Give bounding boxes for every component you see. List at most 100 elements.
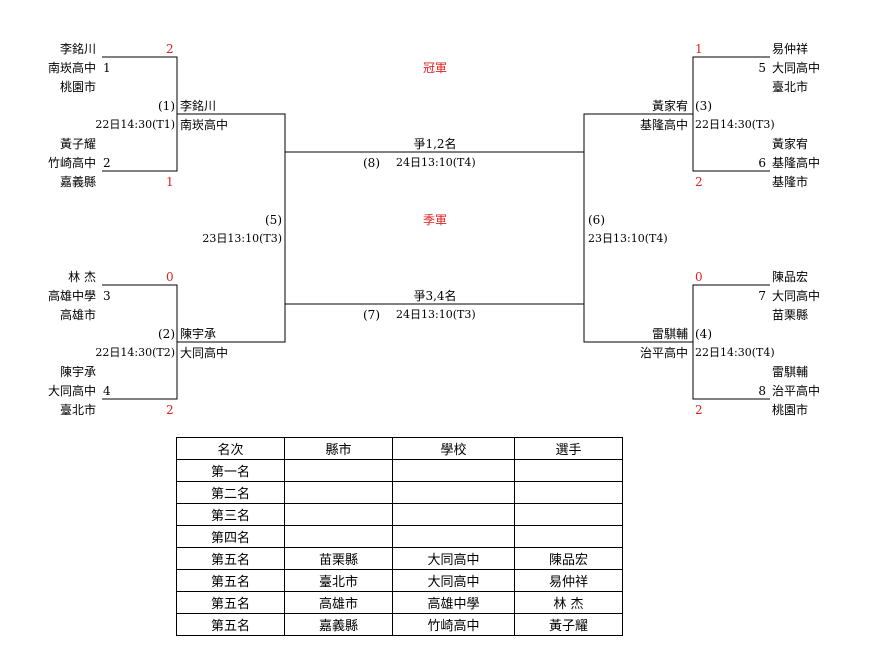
slot-4-score: 2 bbox=[166, 403, 174, 417]
line-slot-6 bbox=[692, 114, 770, 172]
slot-3-name: 林 杰 bbox=[68, 270, 96, 284]
slot-6-name: 黃家宥 bbox=[772, 137, 809, 151]
cell-player: 林 杰 bbox=[514, 591, 623, 614]
match-8-number: (8) bbox=[363, 156, 380, 170]
match-8-time: 24日13:10(T4) bbox=[396, 156, 476, 169]
slot-2-name: 黃子耀 bbox=[59, 137, 96, 151]
match-2-time: 22日14:30(T2) bbox=[95, 346, 175, 359]
cell-player: 陳品宏 bbox=[514, 547, 623, 570]
slot-4-school: 大同高中 bbox=[47, 384, 96, 398]
match-5-time: 23日13:10(T3) bbox=[202, 232, 282, 245]
third-place-label: 季軍 bbox=[422, 213, 447, 227]
cell-player: 易仲祥 bbox=[514, 569, 623, 592]
slot-2-school: 竹崎高中 bbox=[47, 156, 96, 170]
slot-6-school: 基隆高中 bbox=[772, 156, 821, 170]
table-row: 第二名 bbox=[176, 481, 623, 504]
match-4-winner-school: 治平高中 bbox=[639, 346, 688, 360]
match-3-winner-school: 基隆高中 bbox=[639, 118, 688, 132]
results-table: 名次 縣市 學校 選手 第一名第二名第三名第四名第五名苗栗縣大同高中陳品宏第五名… bbox=[176, 437, 623, 636]
header-rank: 名次 bbox=[176, 437, 285, 460]
match-1-time: 22日14:30(T1) bbox=[95, 118, 175, 131]
table-row: 第一名 bbox=[176, 459, 623, 482]
table-row: 第五名嘉義縣竹崎高中黃子耀 bbox=[176, 613, 623, 636]
slot-2-seed: 2 bbox=[103, 156, 111, 170]
cell-player bbox=[514, 525, 623, 548]
slot-3-city: 高雄市 bbox=[59, 308, 96, 322]
line-slot-2 bbox=[102, 114, 178, 172]
slot-1-seed: 1 bbox=[103, 61, 111, 75]
cell-city bbox=[284, 503, 393, 526]
slot-4-seed: 4 bbox=[103, 384, 111, 398]
cell-city bbox=[284, 459, 393, 482]
match-1-number: (1) bbox=[158, 99, 175, 113]
table-row: 第五名高雄市高雄中學林 杰 bbox=[176, 591, 623, 614]
match-2-number: (2) bbox=[158, 327, 175, 341]
third-match-label: 爭3,4名 bbox=[413, 289, 457, 303]
match-2-winner-name: 陳宇承 bbox=[180, 327, 217, 341]
slot-7-score: 0 bbox=[695, 270, 703, 284]
line-slot-5 bbox=[692, 56, 770, 114]
slot-5-school: 大同高中 bbox=[772, 61, 821, 75]
header-school: 學校 bbox=[392, 437, 515, 460]
match-4-time: 22日14:30(T4) bbox=[695, 346, 775, 359]
line-slot-4 bbox=[102, 342, 178, 400]
line-match-4 bbox=[583, 304, 693, 343]
slot-5-name: 易仲祥 bbox=[772, 42, 809, 56]
table-row: 第三名 bbox=[176, 503, 623, 526]
match-6-time: 23日13:10(T4) bbox=[588, 232, 668, 245]
cell-school: 竹崎高中 bbox=[392, 613, 515, 636]
results-header-row: 名次 縣市 學校 選手 bbox=[176, 437, 623, 460]
match-3-time: 22日14:30(T3) bbox=[695, 118, 775, 131]
cell-rank: 第五名 bbox=[176, 591, 285, 614]
slot-8-name: 雷騏輔 bbox=[772, 365, 809, 379]
cell-player bbox=[514, 481, 623, 504]
cell-school bbox=[392, 525, 515, 548]
cell-city bbox=[284, 481, 393, 504]
cell-rank: 第五名 bbox=[176, 569, 285, 592]
cell-school bbox=[392, 503, 515, 526]
slot-2-score: 1 bbox=[166, 175, 174, 189]
slot-8-seed: 8 bbox=[758, 384, 766, 398]
line-match-1 bbox=[177, 113, 286, 152]
match-1-winner-school: 南崁高中 bbox=[180, 118, 229, 132]
cell-rank: 第一名 bbox=[176, 459, 285, 482]
cell-city: 臺北市 bbox=[284, 569, 393, 592]
slot-6-city: 基隆市 bbox=[772, 175, 809, 189]
slot-4-city: 臺北市 bbox=[59, 403, 96, 417]
match-4-winner-name: 雷騏輔 bbox=[651, 327, 688, 341]
slot-7-seed: 7 bbox=[758, 289, 766, 303]
slot-3-seed: 3 bbox=[103, 289, 111, 303]
slot-4-name: 陳宇承 bbox=[59, 365, 96, 379]
cell-school: 大同高中 bbox=[392, 547, 515, 570]
match-3-number: (3) bbox=[695, 99, 712, 113]
slot-6-seed: 6 bbox=[758, 156, 766, 170]
table-row: 第五名臺北市大同高中易仲祥 bbox=[176, 569, 623, 592]
cell-rank: 第五名 bbox=[176, 613, 285, 636]
match-3-winner-name: 黃家宥 bbox=[651, 99, 688, 113]
line-match-3 bbox=[583, 113, 693, 152]
slot-5-seed: 5 bbox=[758, 61, 766, 75]
table-row: 第四名 bbox=[176, 525, 623, 548]
slot-8-score: 2 bbox=[695, 403, 703, 417]
slot-1-name: 李銘川 bbox=[59, 42, 96, 56]
cell-player bbox=[514, 459, 623, 482]
header-city: 縣市 bbox=[284, 437, 393, 460]
cell-rank: 第四名 bbox=[176, 525, 285, 548]
slot-3-score: 0 bbox=[166, 270, 174, 284]
slot-8-city: 桃園市 bbox=[772, 403, 809, 417]
results-body: 第一名第二名第三名第四名第五名苗栗縣大同高中陳品宏第五名臺北市大同高中易仲祥第五… bbox=[176, 459, 623, 636]
match-1-winner-name: 李銘川 bbox=[180, 99, 217, 113]
cell-city: 高雄市 bbox=[284, 591, 393, 614]
match-2-winner-school: 大同高中 bbox=[180, 346, 229, 360]
cell-school bbox=[392, 481, 515, 504]
cell-school bbox=[392, 459, 515, 482]
match-4-number: (4) bbox=[695, 327, 712, 341]
cell-player bbox=[514, 503, 623, 526]
slot-7-school: 大同高中 bbox=[772, 289, 821, 303]
slot-3-school: 高雄中學 bbox=[47, 289, 96, 303]
cell-school: 大同高中 bbox=[392, 569, 515, 592]
header-player: 選手 bbox=[514, 437, 623, 460]
cell-city bbox=[284, 525, 393, 548]
match-7-number: (7) bbox=[363, 308, 380, 322]
match-7-time: 24日13:10(T3) bbox=[396, 308, 476, 321]
